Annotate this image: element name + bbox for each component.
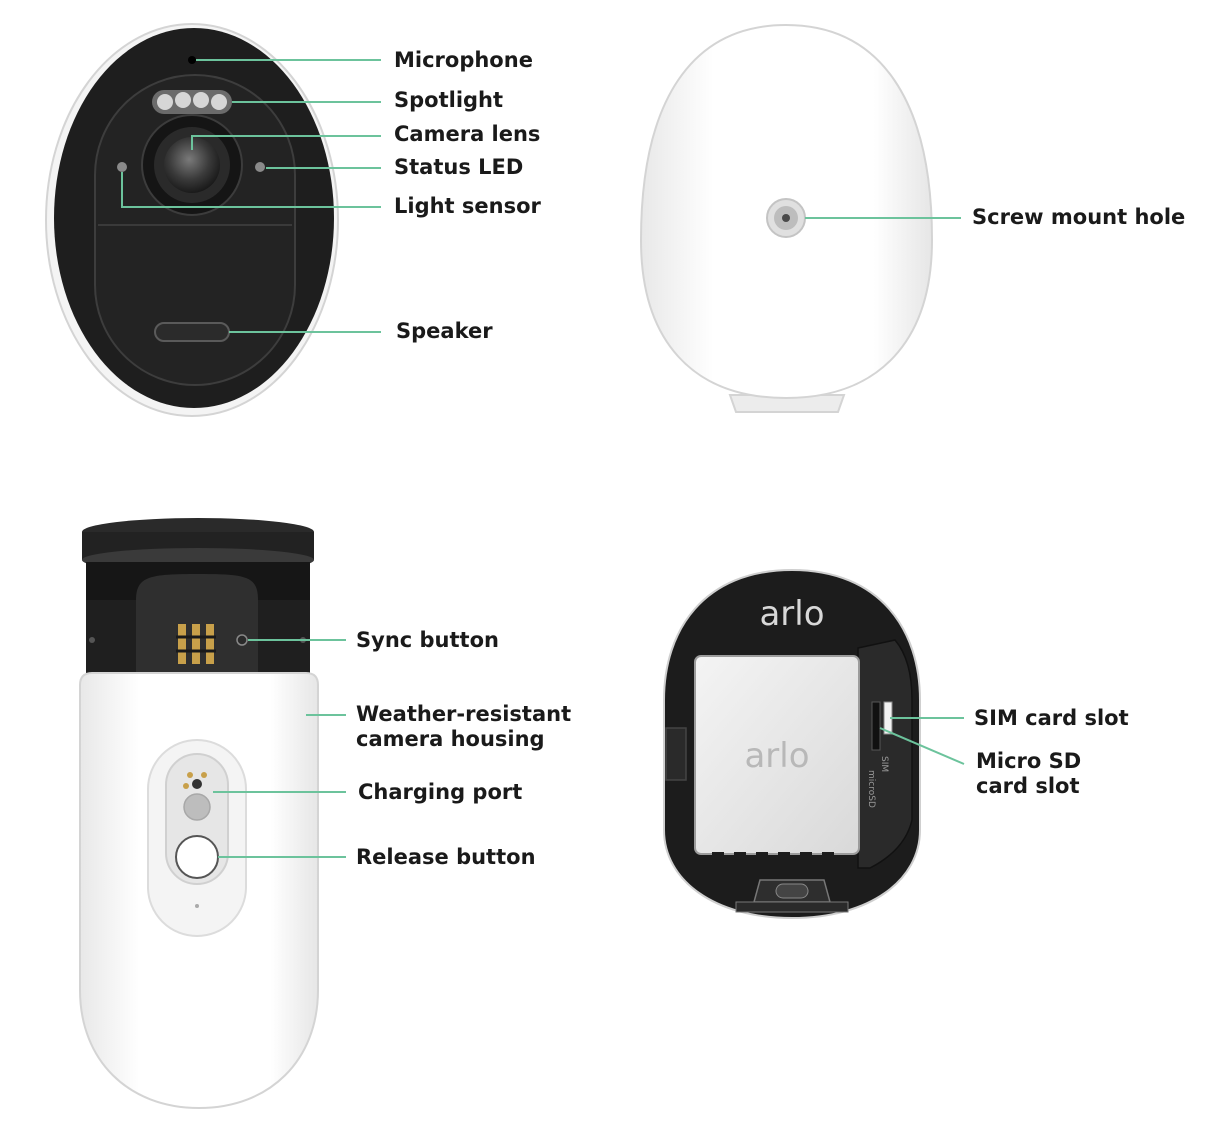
label-release-button: Release button [356, 845, 536, 869]
charging-port [183, 772, 211, 821]
label-camera-lens: Camera lens [394, 122, 541, 146]
label-camera-housing: camera housing [356, 727, 545, 751]
label-card-slot: card slot [976, 774, 1080, 798]
camera-back-view [639, 23, 961, 413]
camera-lens [141, 114, 243, 216]
label-sim-card-slot: SIM card slot [974, 706, 1129, 730]
camera-housing-view [79, 518, 346, 1110]
sync-button [236, 634, 248, 646]
label-weather-resistant: Weather-resistant [356, 702, 572, 726]
light-sensor [117, 162, 127, 172]
arlo-logo: arlo [759, 594, 824, 634]
battery-arlo-logo: arlo [744, 736, 809, 776]
speaker-grille [154, 322, 230, 342]
label-sync-button: Sync button [356, 628, 499, 652]
battery [694, 655, 860, 855]
microphone-hole [188, 56, 196, 64]
label-status-led: Status LED [394, 155, 524, 179]
charging-contacts [176, 624, 216, 664]
label-spotlight: Spotlight [394, 88, 504, 112]
camera-battery-bay-view: arlo SIM microSD arlo [663, 568, 965, 920]
slot-mark-sim: SIM [879, 756, 889, 772]
release-button [175, 835, 219, 879]
label-screw-mount-hole: Screw mount hole [972, 205, 1186, 229]
label-speaker: Speaker [396, 319, 493, 343]
label-charging-port: Charging port [358, 780, 523, 804]
status-led [255, 162, 265, 172]
screw-mount-hole [766, 198, 806, 238]
label-microphone: Microphone [394, 48, 533, 72]
label-light-sensor: Light sensor [394, 194, 541, 218]
label-micro-sd: Micro SD [976, 749, 1082, 773]
camera-front-view [45, 23, 381, 417]
spotlight-leds [152, 90, 232, 114]
slot-mark-microsd: microSD [866, 770, 876, 808]
